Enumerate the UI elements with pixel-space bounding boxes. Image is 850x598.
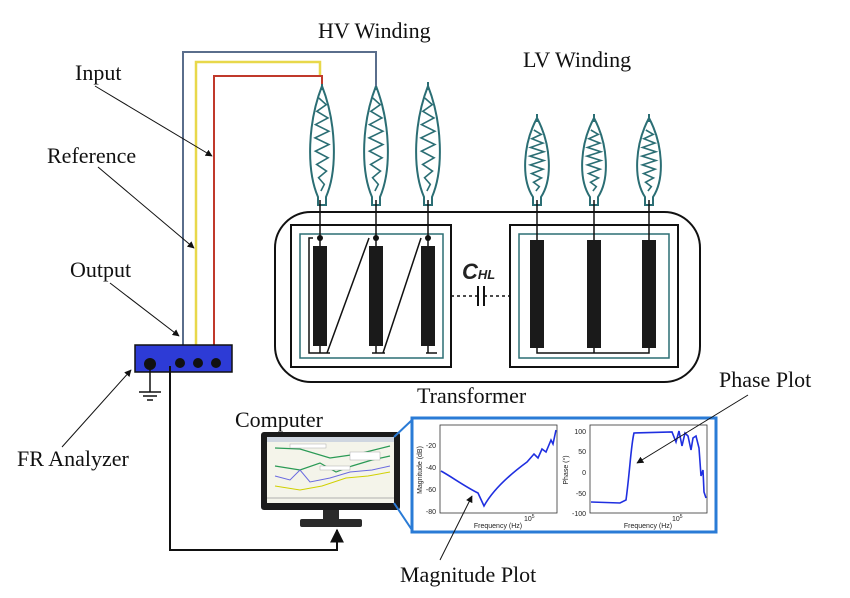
output-label: Output [70, 257, 131, 282]
lv-coil-3 [642, 240, 656, 348]
hv-bushing-2 [363, 82, 389, 206]
phase-y-tick: 0 [582, 470, 586, 477]
computer-label: Computer [235, 407, 324, 432]
magnitude-y-tick: -60 [426, 487, 436, 494]
phase-y-tick: -100 [572, 511, 586, 518]
output-lead [182, 51, 377, 352]
magnitude-y-tick: -20 [426, 443, 436, 450]
hv-coil-3 [421, 246, 435, 346]
input-label: Input [75, 60, 121, 85]
magnitude-x-label: Frequency (Hz) [474, 523, 522, 530]
fr-analyzer-arrow [61, 369, 132, 448]
phase-x-label: Frequency (Hz) [624, 523, 672, 530]
phase-plot-arrow [636, 394, 749, 464]
magnitude-plot-label: Magnitude Plot [400, 562, 536, 587]
input-arrow [94, 85, 213, 157]
lv-coils [530, 240, 656, 354]
analyzer-computer-cable [169, 366, 344, 551]
phase-chart: 100 50 0 -50 -100 Phase (°) 105 Frequenc… [562, 424, 708, 530]
lv-bushing-3 [636, 114, 662, 206]
fr-analyzer-label: FR Analyzer [17, 446, 129, 471]
chl-sub-label: HL [478, 267, 495, 282]
phase-y-tick: 100 [574, 429, 586, 436]
svg-text:CHL: CHL [462, 259, 495, 284]
chl-main-label: C [462, 259, 479, 284]
lv-coil-2 [587, 240, 601, 348]
hv-bushing-1 [309, 82, 335, 206]
hv-coil-2 [369, 246, 383, 346]
callout-arrows [61, 85, 749, 561]
computer-monitor [261, 432, 400, 527]
fr-analyzer [134, 344, 233, 401]
reference-label: Reference [47, 143, 136, 168]
transformer-label: Transformer [417, 383, 527, 408]
bushing-leads [319, 200, 650, 240]
phase-y-tick: -50 [576, 491, 586, 498]
lv-winding-label: LV Winding [523, 47, 631, 72]
chl-capacitor: CHL [451, 259, 510, 306]
hv-winding-label: HV Winding [318, 18, 431, 43]
magnitude-chart: -20 -40 -60 -80 Magnitude (dB) 105 Frequ… [417, 424, 558, 530]
output-arrow [109, 282, 180, 337]
magnitude-y-tick: -40 [426, 465, 436, 472]
phase-plot-label: Phase Plot [719, 367, 811, 392]
hv-bushing-3 [415, 82, 441, 206]
phase-curve [590, 430, 707, 504]
bushings [309, 82, 662, 206]
lv-bushing-2 [581, 114, 607, 206]
magnitude-curve [440, 429, 557, 508]
magnitude-x-tick: 105 [524, 514, 535, 523]
zoom-lines [393, 419, 413, 531]
phase-y-tick: 50 [578, 449, 586, 456]
phase-x-tick: 105 [672, 514, 683, 523]
lv-coil-1 [530, 240, 544, 348]
phase-y-label: Phase (°) [562, 455, 570, 484]
hv-coil-1 [313, 246, 327, 346]
reference-arrow [97, 166, 195, 249]
input-lead [213, 75, 323, 355]
magnitude-y-tick: -80 [426, 509, 436, 516]
magnitude-plot-arrow [439, 495, 473, 561]
hv-coils [308, 235, 437, 354]
transformer-tank [274, 211, 701, 383]
reference-lead [194, 60, 322, 355]
lv-bushing-1 [524, 114, 550, 206]
magnitude-y-label: Magnitude (dB) [417, 446, 424, 494]
